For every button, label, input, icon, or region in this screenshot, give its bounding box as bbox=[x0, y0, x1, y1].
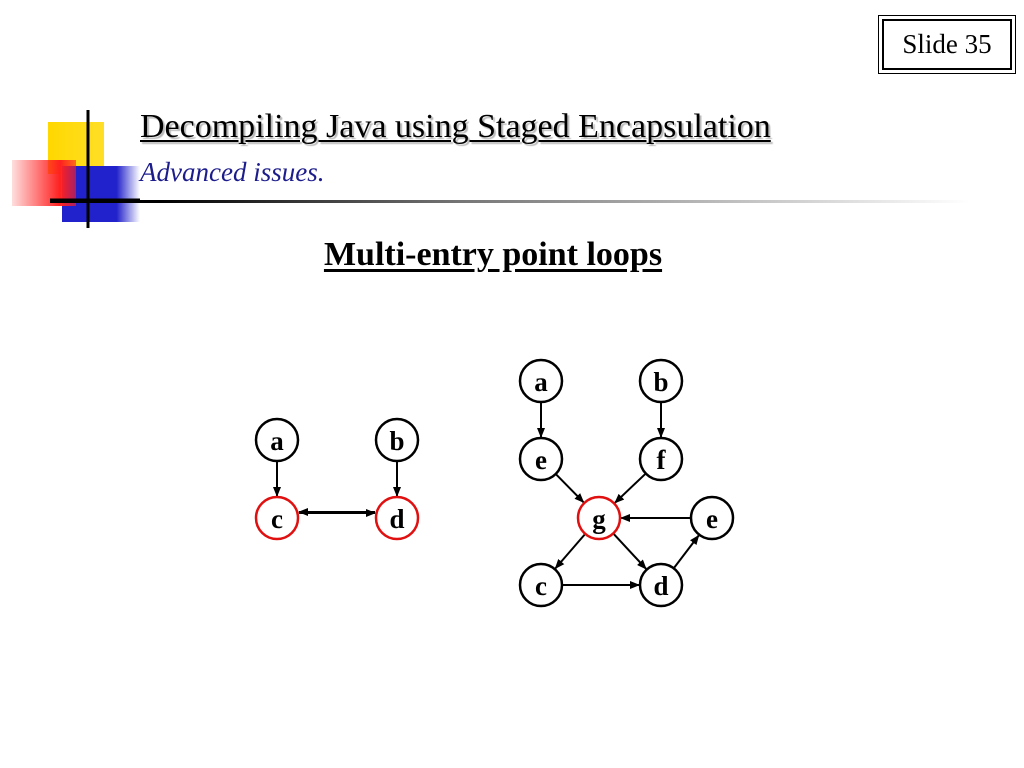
node-circle-d bbox=[638, 562, 684, 608]
node-e2: e bbox=[689, 495, 735, 541]
node-label-g: g bbox=[592, 504, 606, 534]
slide-number: Slide 35 bbox=[882, 19, 1012, 70]
node-b: b bbox=[374, 417, 420, 463]
node-d: d bbox=[374, 495, 420, 541]
node-label-c: c bbox=[271, 504, 283, 534]
node-b: b bbox=[638, 358, 684, 404]
edge-d-e2 bbox=[673, 534, 700, 569]
node-label-a: a bbox=[270, 426, 284, 456]
node-circle-b bbox=[374, 417, 420, 463]
node-f: f bbox=[638, 436, 684, 482]
node-circle-e1 bbox=[518, 436, 564, 482]
logo-red-square bbox=[12, 160, 76, 206]
node-a: a bbox=[254, 417, 300, 463]
node-circle-g bbox=[576, 495, 622, 541]
edge-e1-g bbox=[555, 473, 585, 504]
edge-g-d bbox=[613, 533, 647, 570]
node-e1: e bbox=[518, 436, 564, 482]
node-c: c bbox=[518, 562, 564, 608]
node-circle-c bbox=[254, 495, 300, 541]
node-circle-e2 bbox=[689, 495, 735, 541]
node-a: a bbox=[518, 358, 564, 404]
right-graph: a b e f g e c d bbox=[518, 358, 735, 608]
node-label-b: b bbox=[389, 426, 404, 456]
node-label-f: f bbox=[657, 445, 667, 475]
edge-f-g bbox=[614, 473, 646, 504]
node-label-b: b bbox=[653, 367, 668, 397]
slide-title: Decompiling Java using Staged Encapsulat… bbox=[140, 108, 771, 145]
node-circle-b bbox=[638, 358, 684, 404]
node-label-e1: e bbox=[535, 445, 547, 475]
node-d: d bbox=[638, 562, 684, 608]
node-label-c: c bbox=[535, 571, 547, 601]
node-circle-a bbox=[254, 417, 300, 463]
node-label-e2: e bbox=[706, 504, 718, 534]
section-heading: Multi-entry point loops bbox=[323, 236, 663, 273]
node-label-a: a bbox=[534, 367, 548, 397]
slide-number-badge: Slide 35 bbox=[878, 15, 1016, 74]
left-graph: a b c d bbox=[254, 417, 420, 541]
node-label-d: d bbox=[653, 571, 668, 601]
node-c: c bbox=[254, 495, 300, 541]
node-circle-a bbox=[518, 358, 564, 404]
node-circle-d bbox=[374, 495, 420, 541]
node-circle-f bbox=[638, 436, 684, 482]
edge-g-c bbox=[554, 533, 586, 570]
template-logo bbox=[12, 110, 140, 228]
node-label-d: d bbox=[389, 504, 404, 534]
title-rule bbox=[50, 200, 970, 203]
node-circle-c bbox=[518, 562, 564, 608]
node-g: g bbox=[576, 495, 622, 541]
slide-subtitle: Advanced issues. bbox=[140, 157, 325, 187]
